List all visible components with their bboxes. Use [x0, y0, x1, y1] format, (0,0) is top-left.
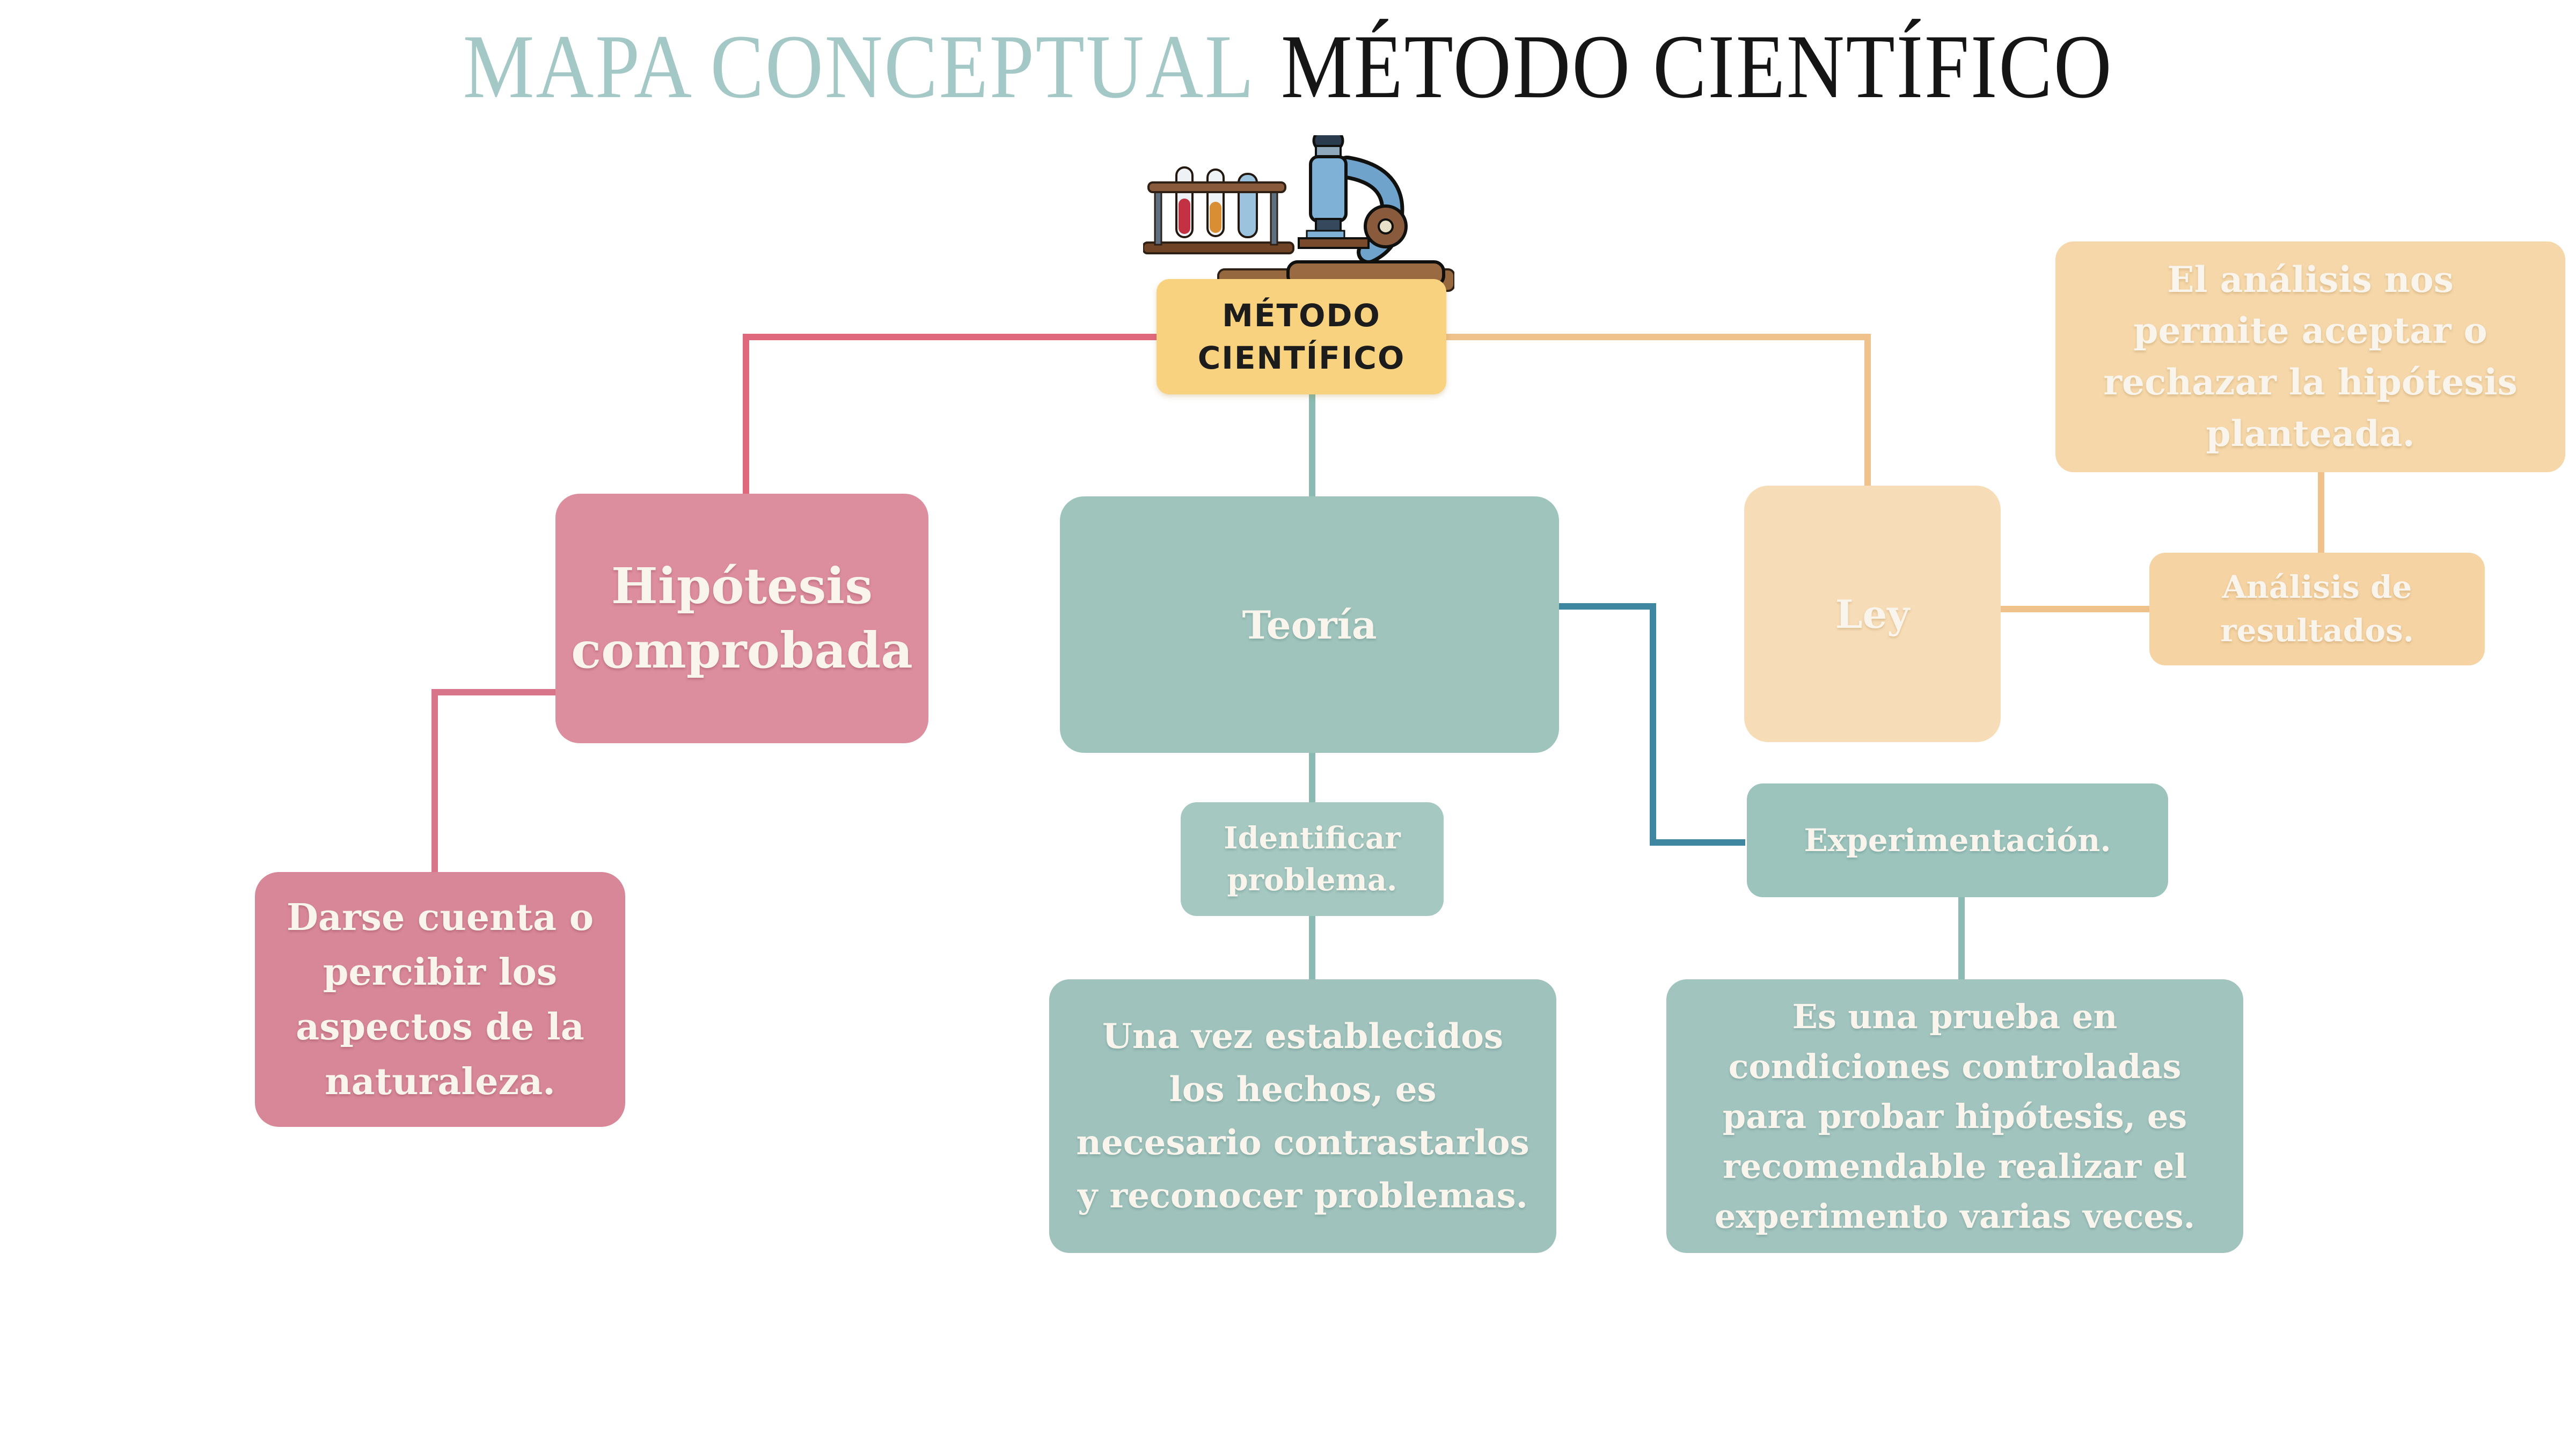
title-mapa-conceptual: MAPA CONCEPTUAL [463, 16, 1255, 117]
node-teoria: Teoría [1060, 496, 1559, 753]
title-metodo-cientifico: MÉTODO CIENTÍFICO [1280, 16, 2113, 117]
edge-hipotesis-percibir [431, 689, 555, 875]
node-ley: Ley [1744, 486, 2001, 742]
node-contrastar-hechos: Una vez establecidos los hechos, es nece… [1049, 979, 1556, 1253]
node-darse-cuenta: Darse cuenta o percibir los aspectos de … [255, 872, 625, 1127]
node-experimentacion: Experimentación. [1747, 783, 2168, 897]
edge-teoria-experimentacion [1557, 603, 1745, 846]
node-identificar-problema: Identificar problema. [1181, 802, 1444, 916]
node-metodo-cientifico: MÉTODO CIENTÍFICO [1157, 279, 1446, 394]
edge-root-hipotesis [743, 334, 1157, 496]
microscope-icon [1143, 135, 1454, 292]
node-analisis-descripcion: El análisis nos permite aceptar o rechaz… [2055, 241, 2565, 472]
edge-root-ley [1445, 334, 1871, 488]
node-analisis-de-resultados: Análisis de resultados. [2149, 553, 2485, 665]
node-hipotesis-comprobada: Hipótesis comprobada [555, 494, 928, 743]
node-prueba-controlada: Es una prueba en condiciones controladas… [1666, 979, 2243, 1253]
